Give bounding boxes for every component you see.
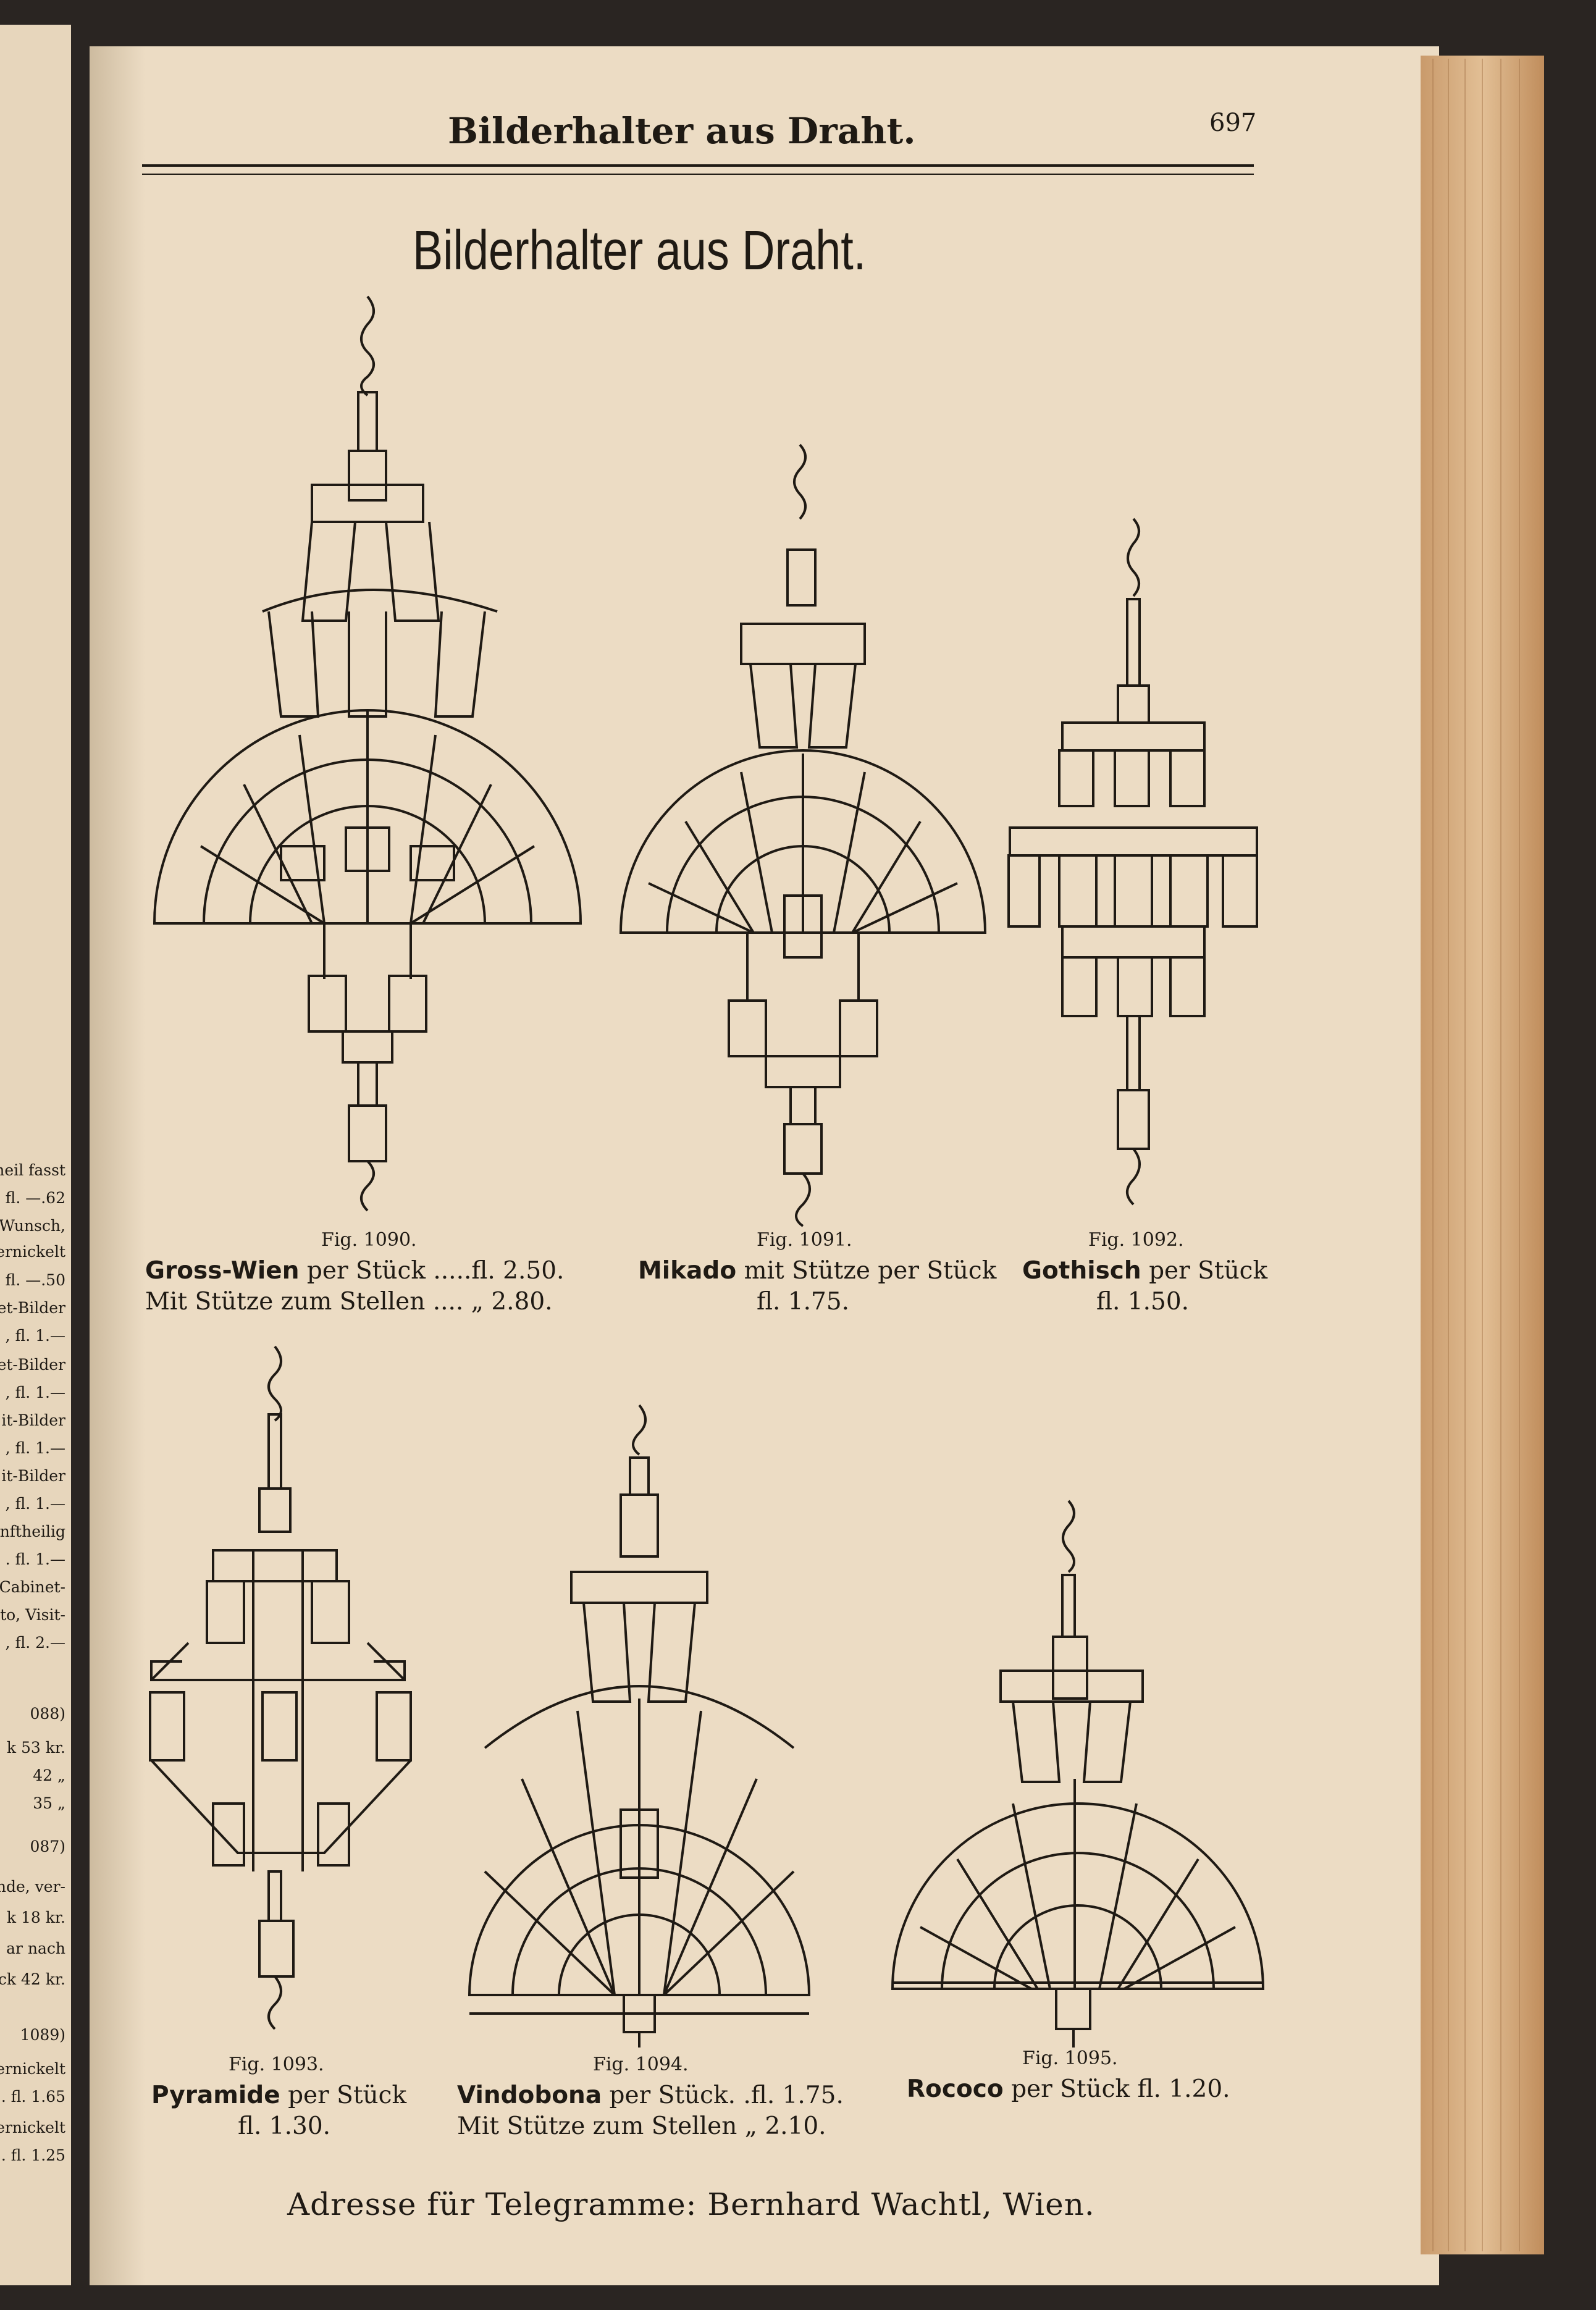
- running-title: Bilderhalter aus Draht.: [448, 110, 916, 152]
- caption-line-1: Gothisch per Stück: [1022, 1257, 1267, 1285]
- left-fragment: . fl. 1.65: [1, 2088, 65, 2106]
- caption-line-2: fl. 1.30.: [238, 2112, 331, 2140]
- left-fragment: , fl. 1.—: [5, 1495, 65, 1513]
- left-fragment: 42 „: [33, 1766, 65, 1784]
- caption-line-2: fl. 1.50.: [1096, 1288, 1190, 1316]
- figure-label: Fig. 1093.: [229, 2054, 324, 2075]
- figure-label: Fig. 1090.: [321, 1229, 417, 1251]
- left-fragment: 088): [30, 1705, 65, 1723]
- left-fragment: , fl. 1.—: [5, 1384, 65, 1401]
- price-text: per Stück: [1149, 1257, 1268, 1285]
- caption-line-2: Mit Stütze zum Stellen „ 2.10.: [457, 2112, 826, 2140]
- left-fragment: Wunsch,: [0, 1217, 65, 1235]
- figure-label: Fig. 1094.: [593, 2054, 689, 2075]
- figure-1090-drawing: [153, 295, 582, 1212]
- left-fragment: k 18 kr.: [6, 1909, 65, 1926]
- figure-label: Fig. 1095.: [1022, 2048, 1118, 2069]
- left-fragment: inftheilig: [0, 1522, 65, 1540]
- caption-line-2: Mit Stütze zum Stellen .... „ 2.80.: [145, 1288, 553, 1316]
- left-page: [0, 25, 71, 2285]
- left-fragment: k 53 kr.: [6, 1739, 65, 1757]
- price-text: mit Stütze per Stück: [744, 1257, 997, 1285]
- product-name: Gothisch: [1022, 1257, 1141, 1285]
- left-fragment: 35 „: [33, 1794, 65, 1812]
- product-name: Vindobona: [457, 2081, 602, 2109]
- product-name: Mikado: [638, 1257, 737, 1285]
- header-rule: [142, 164, 1254, 175]
- caption-line-1: Vindobona per Stück. .fl. 1.75.: [457, 2081, 844, 2109]
- product-name: Pyramide: [151, 2081, 280, 2109]
- right-page: [90, 46, 1439, 2285]
- left-fragment: et-Bilder: [0, 1299, 65, 1317]
- left-fragment: 087): [30, 1838, 65, 1855]
- left-fragment: Cabinet-: [0, 1578, 65, 1596]
- left-fragment: it-Bilder: [1, 1467, 65, 1485]
- figure-1093-drawing: [149, 1345, 412, 2030]
- left-fragment: . fl. 1.25: [1, 2146, 65, 2164]
- left-fragment: , fl. 1.—: [5, 1327, 65, 1345]
- caption-line-1: Pyramide per Stück: [151, 2081, 406, 2109]
- left-fragment: et-Bilder: [0, 1356, 65, 1374]
- left-fragment: 1089): [20, 2026, 65, 2044]
- caption-line-1: Rococo per Stück fl. 1.20.: [907, 2075, 1230, 2103]
- left-fragment: , fl. —.62: [0, 1189, 65, 1207]
- price-text: per Stück. .fl. 1.75.: [609, 2081, 844, 2109]
- price-text: per Stück fl. 1.20.: [1011, 2075, 1230, 2103]
- left-fragment: ernickelt: [0, 2060, 65, 2078]
- figure-1094-drawing: [468, 1404, 811, 2048]
- left-fragment: ck 42 kr.: [0, 1970, 65, 1988]
- left-fragment: nde, ver-: [0, 1878, 65, 1896]
- telegram-address-footer: Adresse für Telegramme: Bernhard Wachtl,…: [287, 2186, 1095, 2222]
- price-text: per Stück: [288, 2081, 407, 2109]
- price-text: per Stück .....fl. 2.50.: [306, 1257, 565, 1285]
- figure-1092-drawing: [1007, 518, 1258, 1206]
- left-fragment: ito, Visit-: [0, 1606, 65, 1624]
- left-fragment: heil fasst: [0, 1161, 65, 1179]
- page-number: 697: [1209, 109, 1257, 137]
- left-fragment: ar nach: [6, 1939, 65, 1957]
- product-name: Rococo: [907, 2075, 1004, 2103]
- left-fragment: it-Bilder: [1, 1411, 65, 1429]
- caption-line-1: Mikado mit Stütze per Stück: [638, 1257, 996, 1285]
- product-name: Gross-Wien: [145, 1257, 300, 1285]
- figure-1095-drawing: [891, 1500, 1265, 2048]
- left-fragment: , fl. 2.—: [5, 1634, 65, 1652]
- left-fragment: . fl. 1.—: [5, 1550, 65, 1568]
- left-fragment: , fl. —.50: [0, 1271, 65, 1289]
- figure-1091-drawing: [619, 443, 987, 1227]
- figure-label: Fig. 1092.: [1088, 1229, 1184, 1251]
- left-fragment: ernickelt: [0, 1243, 65, 1261]
- left-fragment: , fl. 1.—: [5, 1439, 65, 1457]
- main-title: Bilderhalter aus Draht.: [413, 220, 867, 282]
- figure-label: Fig. 1091.: [757, 1229, 852, 1251]
- caption-line-2: fl. 1.75.: [757, 1288, 850, 1316]
- left-fragment: ernickelt: [0, 2119, 65, 2136]
- caption-line-1: Gross-Wien per Stück .....fl. 2.50.: [145, 1257, 564, 1285]
